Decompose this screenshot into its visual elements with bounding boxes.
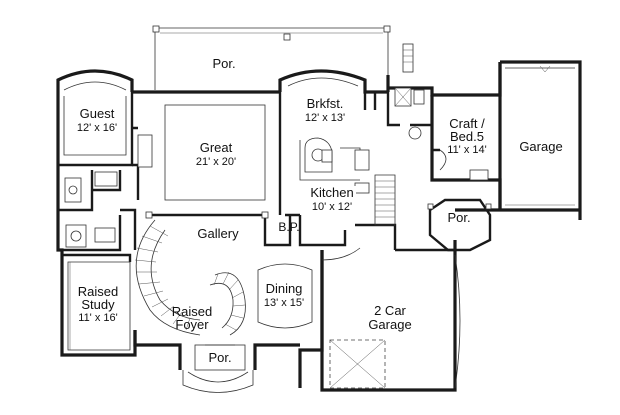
great-size: 21' x 20': [196, 156, 236, 168]
porch-top-label: Por.: [212, 56, 235, 71]
dining-size: 13' x 15': [264, 297, 304, 309]
fixtures: [63, 43, 575, 393]
dining-label: Dining: [266, 281, 303, 296]
craft-label-line2: Bed.5: [450, 129, 484, 144]
interior-walls: [58, 92, 492, 262]
porch-right-label: Por.: [447, 210, 470, 225]
garage-right-label: Garage: [519, 139, 562, 154]
kitchen-size: 10' x 12': [312, 201, 352, 213]
kitchen-label: Kitchen: [310, 185, 353, 200]
craft-size: 11' x 14': [447, 144, 486, 156]
porch-front-label: Por.: [208, 350, 231, 365]
study-size: 11' x 16': [78, 312, 117, 324]
foyer-label-line2: Foyer: [175, 317, 209, 332]
kitchen-stair: [374, 174, 396, 226]
curved-stair: [134, 219, 246, 336]
bp-label: B.P.: [278, 220, 299, 234]
study-label-line2: Study: [81, 297, 115, 312]
two-car-garage-label-line1: 2 Car: [374, 303, 406, 318]
guest-label: Guest: [80, 106, 115, 121]
breakfast-size: 12' x 13': [305, 112, 345, 124]
two-car-garage-label-line2: Garage: [368, 317, 411, 332]
guest-size: 12' x 16': [77, 122, 117, 134]
exterior-walls: [56, 25, 582, 392]
foyer-label-line1: Raised: [172, 304, 212, 319]
craft-label-line1: Craft /: [449, 116, 485, 131]
room-labels: Por. Guest 12' x 16' Great 21' x 20' Brk…: [72, 56, 563, 365]
breakfast-label: Brkfst.: [307, 96, 344, 111]
study-label-line1: Raised: [78, 284, 118, 299]
gallery-label: Gallery: [197, 226, 239, 241]
great-label: Great: [200, 140, 233, 155]
